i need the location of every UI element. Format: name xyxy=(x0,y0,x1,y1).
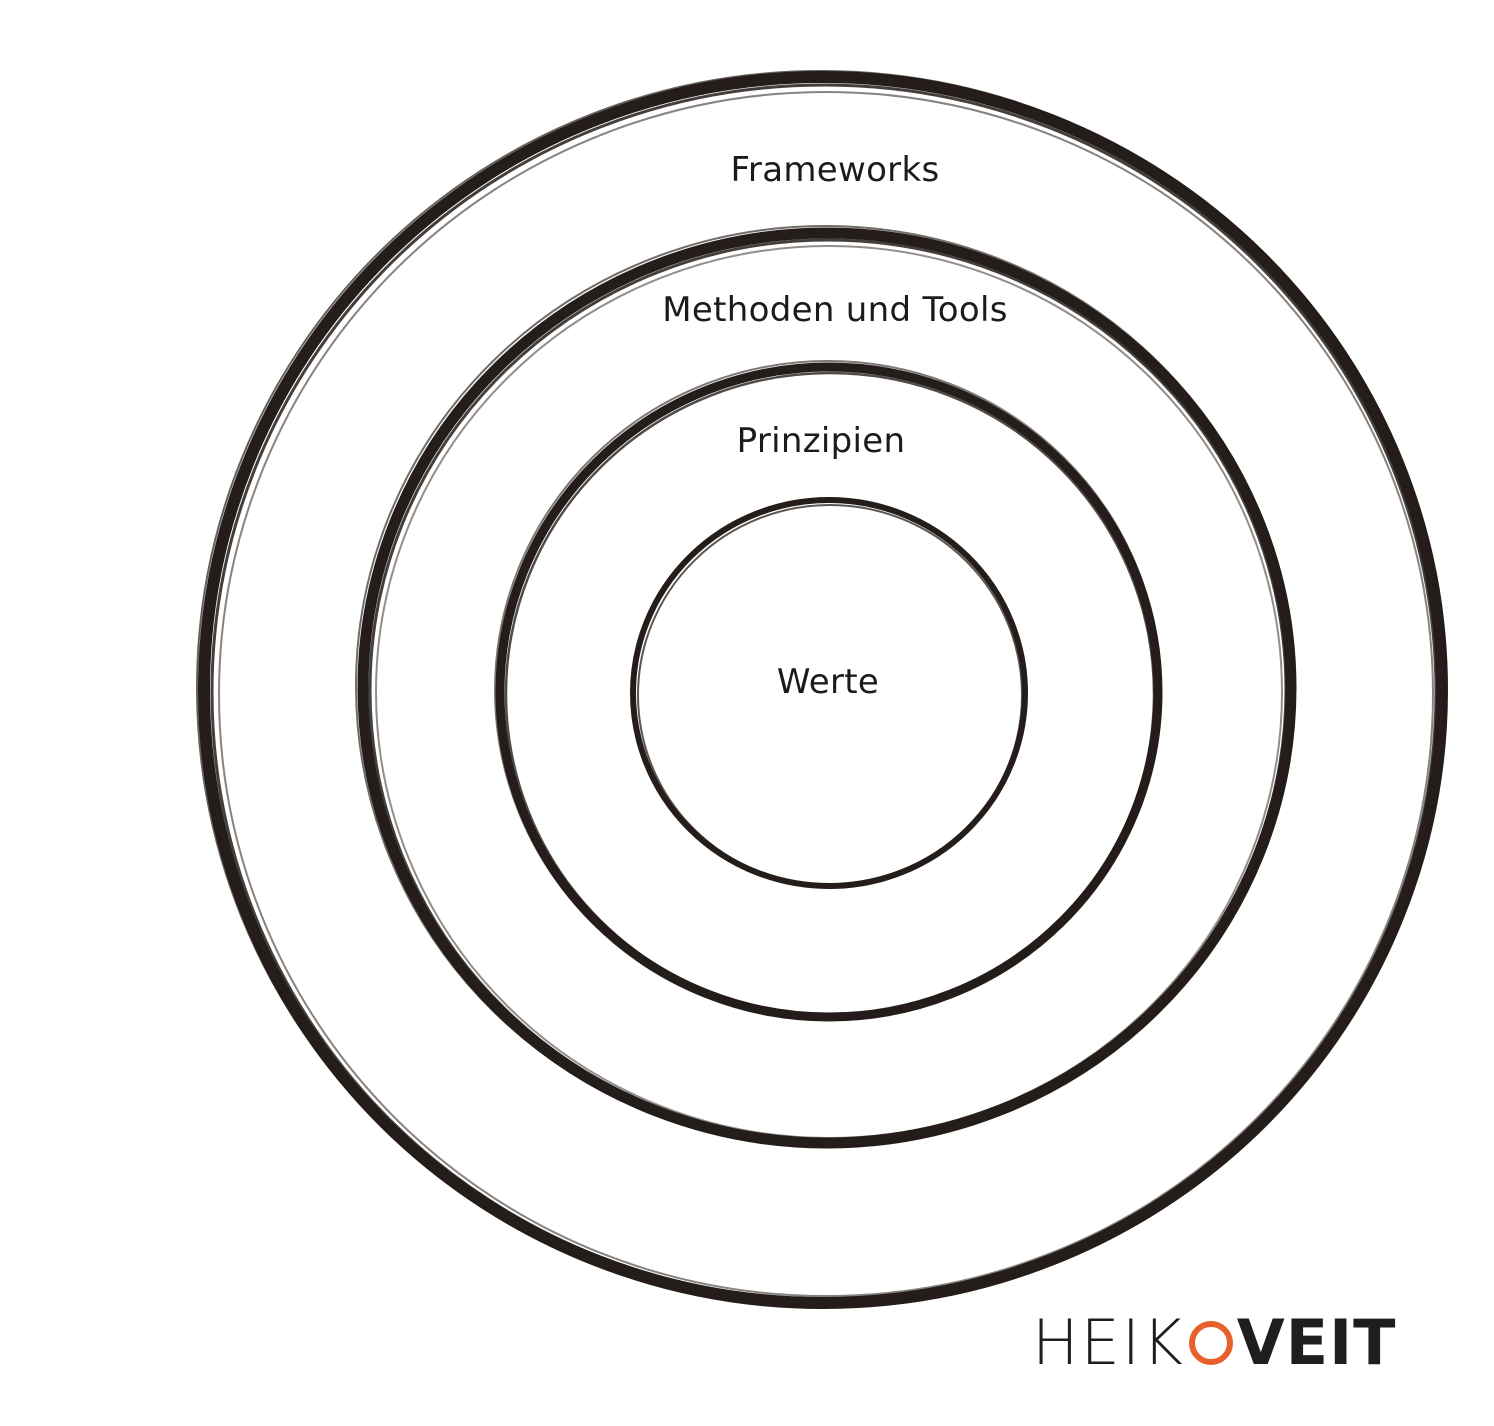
ring-werte xyxy=(630,497,1028,889)
label-frameworks: Frameworks xyxy=(730,150,940,190)
heikoveit-logo: HEIK VEIT xyxy=(1032,1312,1396,1374)
ring-methoden-und-tools xyxy=(355,225,1297,1149)
label-werte: Werte xyxy=(776,662,880,702)
ring-frameworks xyxy=(196,70,1448,1309)
logo-last-part: VEIT xyxy=(1236,1306,1397,1379)
ring-prinzipien xyxy=(494,360,1163,1022)
label-methoden-und-tools: Methoden und Tools xyxy=(662,290,1008,330)
logo-orange-o-icon xyxy=(1188,1321,1233,1365)
logo-first-part: HEIK xyxy=(1032,1306,1185,1379)
label-prinzipien: Prinzipien xyxy=(736,421,906,461)
